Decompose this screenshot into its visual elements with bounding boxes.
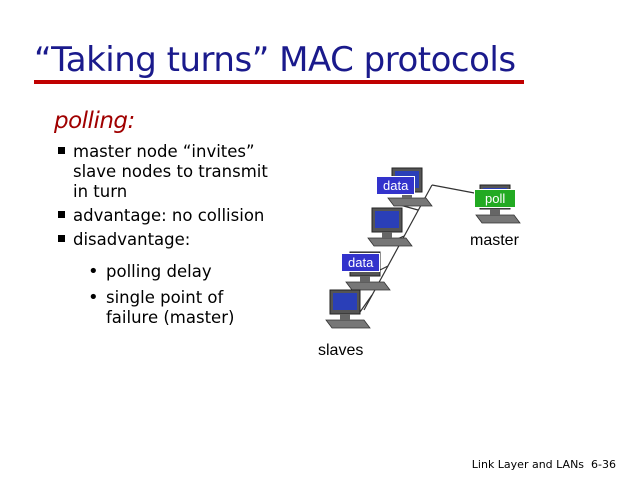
bullet-item: master node “invites” slave nodes to tra…: [58, 142, 278, 202]
slave-computer-icon: [367, 207, 413, 247]
master-label: master: [470, 232, 519, 249]
slide-footer: Link Layer and LANs 6-36: [472, 458, 616, 471]
title-underline: [34, 80, 524, 84]
bus-link: [359, 294, 373, 313]
data-message-2: data: [341, 253, 381, 272]
page-number: 6-36: [591, 458, 616, 471]
data-message-1: data: [376, 176, 416, 195]
sub-bullet-item: polling delay: [88, 262, 266, 282]
sub-bullet-item: single point of failure (master): [88, 288, 266, 328]
slaves-label: slaves: [318, 342, 364, 359]
bullet-list: master node “invites” slave nodes to tra…: [58, 142, 303, 254]
slide-title: “Taking turns” MAC protocols: [34, 40, 516, 80]
sub-bullet-list: polling delay single point of failure (m…: [88, 262, 266, 334]
footer-text: Link Layer and LANs: [471, 458, 585, 471]
bullet-item: advantage: no collision: [58, 206, 303, 226]
slave-computer-icon: [325, 289, 371, 329]
subtitle: polling:: [54, 108, 135, 134]
poll-message: poll: [474, 189, 517, 208]
bullet-item: disadvantage:: [58, 230, 303, 250]
bus-link: [379, 265, 389, 271]
